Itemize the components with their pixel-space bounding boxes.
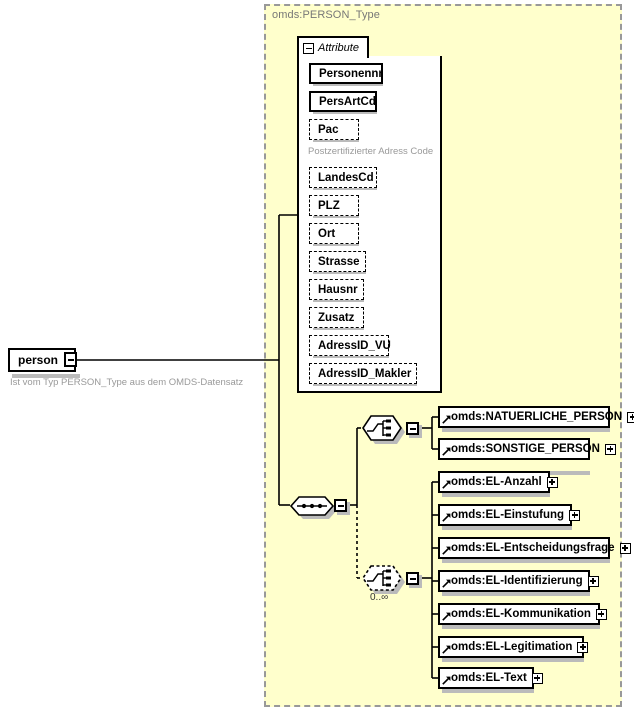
attr-shadow	[313, 214, 359, 218]
attribute-personennr[interactable]: Personennr	[309, 63, 383, 84]
attribute-tab-label: Attribute	[318, 42, 359, 54]
expand-plus-icon[interactable]	[604, 443, 616, 455]
group-reference-arrow-icon	[442, 579, 451, 588]
attribute-label: Hausnr	[318, 283, 358, 296]
choice-person-collapse-minus-icon[interactable]	[406, 422, 419, 435]
ref-shadow	[442, 493, 550, 497]
attr-shadow	[313, 382, 417, 386]
expand-plus-icon[interactable]	[546, 476, 558, 488]
complex-type-label: omds:PERSON_Type	[272, 9, 380, 21]
attribute-label: Zusatz	[318, 311, 355, 324]
attr-shadow	[313, 82, 383, 86]
expand-plus-icon[interactable]	[577, 641, 589, 653]
element-person-label: person	[18, 353, 59, 367]
choice-el-cardinality: 0..∞	[370, 592, 389, 603]
ref-sonstige-person[interactable]: omds:SONSTIGE_PERSON	[438, 438, 616, 460]
expand-plus-icon[interactable]	[619, 542, 631, 554]
attr-shadow	[313, 138, 359, 142]
attribute-label: PersArtCd	[319, 95, 376, 108]
ref-el-text[interactable]: omds:EL-Text	[438, 667, 543, 689]
attribute-panel-tab[interactable]: Attribute	[297, 36, 369, 58]
expand-plus-icon[interactable]	[531, 672, 543, 684]
attr-shadow	[313, 186, 377, 190]
element-person-annotation: Ist vom Typ PERSON_Type aus dem OMDS-Dat…	[10, 377, 244, 388]
group-reference-arrow-icon	[442, 645, 451, 654]
ref-label: omds:SONSTIGE_PERSON	[451, 443, 600, 455]
choice-el-collapse-minus-icon[interactable]	[406, 572, 419, 585]
ref-el-anzahl[interactable]: omds:EL-Anzahl	[438, 471, 558, 493]
ref-label: omds:EL-Legitimation	[451, 641, 573, 653]
attribute-hausnr[interactable]: Hausnr	[309, 279, 364, 300]
attribute-landescd[interactable]: LandesCd	[309, 167, 377, 188]
attribute-label: AdressID_VU	[318, 339, 391, 352]
group-reference-arrow-icon	[442, 513, 451, 522]
attribute-label: Strasse	[318, 255, 360, 268]
group-reference-arrow-icon	[442, 676, 451, 685]
attribute-adressid-vu[interactable]: AdressID_VU	[309, 335, 391, 356]
ref-shadow	[442, 689, 534, 693]
expand-plus-icon[interactable]	[627, 411, 634, 423]
attr-shadow	[313, 354, 389, 358]
attribute-label: AdressID_Makler	[318, 367, 412, 380]
ref-shadow	[442, 592, 590, 596]
ref-label: omds:EL-Kommunikation	[451, 608, 591, 620]
ref-label: omds:EL-Text	[451, 672, 527, 684]
group-reference-arrow-icon	[442, 480, 451, 489]
attribute-plz[interactable]: PLZ	[309, 195, 359, 216]
ref-el-legitimation[interactable]: omds:EL-Legitimation	[438, 636, 589, 658]
element-person-shadow	[12, 374, 80, 378]
ref-shadow	[442, 526, 572, 530]
ref-label: omds:EL-Anzahl	[451, 476, 542, 488]
group-reference-arrow-icon	[442, 612, 451, 621]
attribute-zusatz[interactable]: Zusatz	[309, 307, 364, 328]
attribute-label: Ort	[318, 227, 336, 240]
attr-shadow	[313, 298, 364, 302]
attribute-ort[interactable]: Ort	[309, 223, 359, 244]
attr-shadow	[313, 326, 364, 330]
ref-el-entscheidungsfrage[interactable]: omds:EL-Entscheidungsfrage	[438, 537, 631, 559]
ref-shadow	[442, 428, 610, 432]
attribute-strasse[interactable]: Strasse	[309, 251, 366, 272]
sequence-collapse-minus-icon[interactable]	[334, 499, 347, 512]
collapse-minus-icon[interactable]	[303, 42, 314, 54]
attribute-label: Pac	[318, 123, 339, 136]
ref-label: omds:EL-Identifizierung	[451, 575, 583, 587]
ref-el-einstufung[interactable]: omds:EL-Einstufung	[438, 504, 581, 526]
group-reference-arrow-icon	[442, 447, 451, 456]
ref-el-kommunikation[interactable]: omds:EL-Kommunikation	[438, 603, 607, 625]
attribute-label: LandesCd	[318, 171, 374, 184]
ref-label: omds:NATUERLICHE_PERSON	[451, 411, 623, 423]
expand-plus-icon[interactable]	[569, 509, 581, 521]
expand-plus-icon[interactable]	[587, 575, 599, 587]
ref-label: omds:EL-Einstufung	[451, 509, 565, 521]
ref-shadow	[442, 658, 584, 662]
attr-shadow	[313, 110, 377, 114]
group-reference-arrow-icon	[442, 415, 451, 424]
attribute-pac[interactable]: Pac	[309, 119, 359, 140]
attribute-label: Personennr	[319, 67, 383, 80]
attr-shadow	[313, 270, 366, 274]
attribute-persartcd[interactable]: PersArtCd	[309, 91, 377, 112]
ref-shadow	[442, 559, 610, 563]
attribute-pac-annotation: Postzertifizierter Adress Code	[308, 146, 434, 157]
attr-shadow	[313, 242, 359, 246]
ref-natuerliche-person[interactable]: omds:NATUERLICHE_PERSON	[438, 406, 634, 428]
ref-shadow	[442, 625, 600, 629]
group-reference-arrow-icon	[442, 546, 451, 555]
ref-el-identifizierung[interactable]: omds:EL-Identifizierung	[438, 570, 599, 592]
expand-plus-icon[interactable]	[595, 608, 607, 620]
attribute-adressid-makler[interactable]: AdressID_Makler	[309, 363, 417, 384]
attribute-label: PLZ	[318, 199, 340, 212]
ref-label: omds:EL-Entscheidungsfrage	[451, 542, 615, 554]
element-person-collapse-minus-icon[interactable]	[64, 352, 77, 367]
